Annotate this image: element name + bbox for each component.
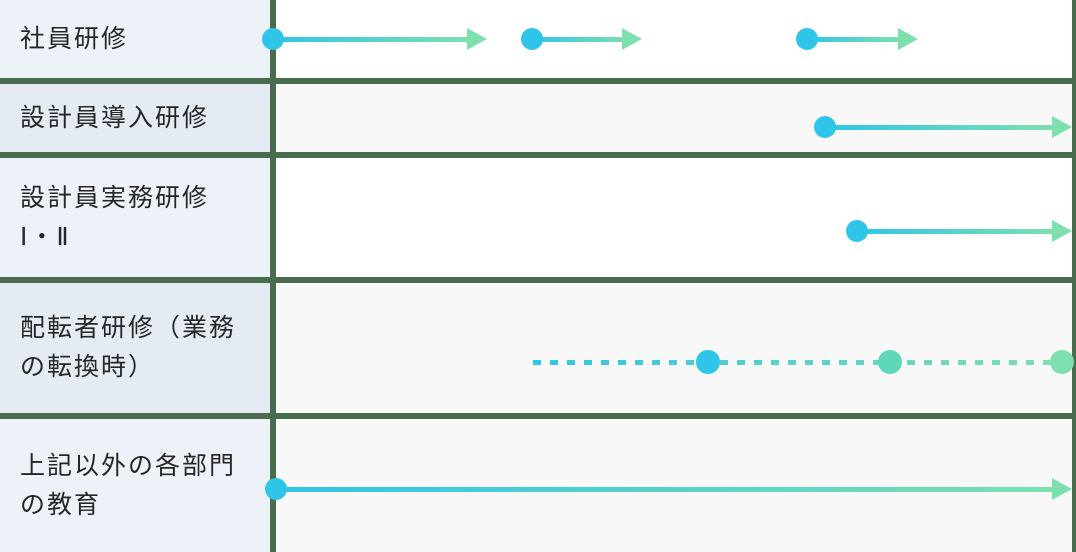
timeline-dash xyxy=(1026,360,1034,365)
timeline-start-dot xyxy=(796,28,818,50)
timeline-dash xyxy=(822,360,830,365)
row-label: 設計員実務研修 Ⅰ・Ⅱ xyxy=(20,182,210,251)
row-label: 配転者研修（業務 の転換時） xyxy=(20,313,237,381)
timeline-dash xyxy=(805,360,813,365)
timeline-dot xyxy=(1050,350,1074,374)
timeline-start-dot xyxy=(521,28,543,50)
row-label-cell-3: 設計員実務研修 Ⅰ・Ⅱ xyxy=(0,158,270,277)
arrowhead-icon xyxy=(1052,220,1072,242)
right-border xyxy=(1072,0,1076,552)
timeline-dash xyxy=(567,360,575,365)
timeline-line xyxy=(807,37,902,42)
timeline-dash xyxy=(958,360,966,365)
timeline-dash xyxy=(737,360,745,365)
timeline-dash xyxy=(856,360,864,365)
timeline-dash xyxy=(669,360,677,365)
row-chart-cell-2 xyxy=(276,84,1072,152)
timeline-dash xyxy=(992,360,1000,365)
timeline-start-dot xyxy=(265,478,287,500)
row-chart-cell-4 xyxy=(276,283,1072,413)
timeline-dash xyxy=(975,360,983,365)
arrowhead-icon xyxy=(1052,116,1072,138)
arrowhead-icon xyxy=(467,28,487,50)
timeline-start-dot xyxy=(262,28,284,50)
timeline-dash xyxy=(1043,360,1051,365)
timeline-dot xyxy=(696,350,720,374)
row-label-cell-5: 上記以外の各部門 の教育 xyxy=(0,419,270,552)
row-chart-cell-3 xyxy=(276,158,1072,277)
row-divider-3 xyxy=(0,277,1076,283)
arrowhead-icon xyxy=(622,28,642,50)
timeline-line xyxy=(825,125,1056,130)
timeline-start-dot xyxy=(846,220,868,242)
timeline-dash xyxy=(550,360,558,365)
timeline-dash xyxy=(907,360,915,365)
timeline-dash xyxy=(873,360,881,365)
timeline-dash xyxy=(771,360,779,365)
timeline-dash xyxy=(635,360,643,365)
timeline-line xyxy=(273,37,471,42)
timeline-dash xyxy=(584,360,592,365)
timeline-dot xyxy=(878,350,902,374)
timeline-dash xyxy=(788,360,796,365)
row-label: 上記以外の各部門 の教育 xyxy=(20,450,237,519)
timeline-dash xyxy=(839,360,847,365)
row-divider-2 xyxy=(0,152,1076,158)
row-chart-cell-5 xyxy=(276,419,1072,552)
timeline-dash xyxy=(533,360,541,365)
timeline-dash xyxy=(1009,360,1017,365)
row-divider-4 xyxy=(0,413,1076,419)
row-label-cell-4: 配転者研修（業務 の転換時） xyxy=(0,283,270,413)
timeline-line xyxy=(857,229,1056,234)
timeline-start-dot xyxy=(814,116,836,138)
row-divider-1 xyxy=(0,78,1076,84)
row-label-cell-1: 社員研修 xyxy=(0,0,270,78)
timeline-line xyxy=(276,487,1056,492)
row-label: 設計員導入研修 xyxy=(20,102,210,132)
timeline-dash xyxy=(754,360,762,365)
timeline-line xyxy=(532,37,626,42)
timeline-dash xyxy=(924,360,932,365)
column-divider xyxy=(270,0,276,552)
timeline-dash xyxy=(601,360,609,365)
timeline-dash xyxy=(618,360,626,365)
timeline-dash xyxy=(686,360,694,365)
row-label: 社員研修 xyxy=(20,23,129,53)
timeline-dash xyxy=(720,360,728,365)
arrowhead-icon xyxy=(898,28,918,50)
timeline-dash xyxy=(941,360,949,365)
row-label-cell-2: 設計員導入研修 xyxy=(0,84,270,152)
timeline-dash xyxy=(652,360,660,365)
arrowhead-icon xyxy=(1052,478,1072,500)
